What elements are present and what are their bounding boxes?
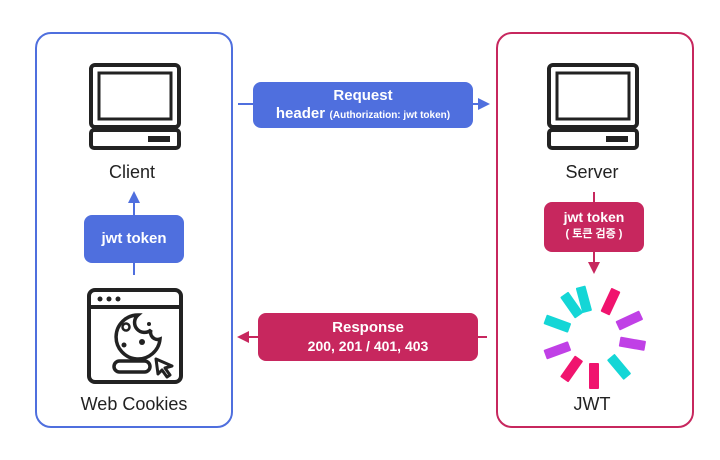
client-panel bbox=[35, 32, 233, 428]
server-down-arrowhead bbox=[588, 262, 600, 274]
response-pill: Response 200, 201 / 401, 403 bbox=[258, 313, 478, 361]
web-cookies-icon bbox=[87, 288, 183, 384]
client-computer-icon bbox=[89, 63, 181, 150]
web-cookies-label: Web Cookies bbox=[80, 394, 188, 414]
request-arrowhead bbox=[478, 98, 490, 110]
server-computer-icon bbox=[547, 63, 639, 150]
server-token-pill: jwt token ( 토큰 검증 ) bbox=[544, 202, 644, 252]
server-token-text: jwt token bbox=[563, 209, 625, 225]
client-up-arrowhead bbox=[128, 191, 140, 203]
response-arrowhead bbox=[237, 331, 249, 343]
request-title: Request bbox=[333, 87, 393, 104]
client-label: Client bbox=[108, 162, 156, 182]
response-title: Response bbox=[332, 319, 404, 336]
jwt-label: JWT bbox=[573, 394, 611, 414]
request-header-detail: (Authorization: jwt token) bbox=[329, 110, 451, 121]
server-label: Server bbox=[565, 162, 619, 182]
server-token-verify: ( 토큰 검증 ) bbox=[565, 228, 623, 240]
server-panel bbox=[496, 32, 694, 428]
response-codes: 200, 201 / 401, 403 bbox=[307, 338, 429, 354]
jwt-logo-icon bbox=[543, 285, 646, 389]
request-header-text: header bbox=[275, 105, 326, 122]
client-token-pill: jwt token bbox=[84, 215, 184, 263]
request-pill: Request header (Authorization: jwt token… bbox=[253, 82, 473, 128]
